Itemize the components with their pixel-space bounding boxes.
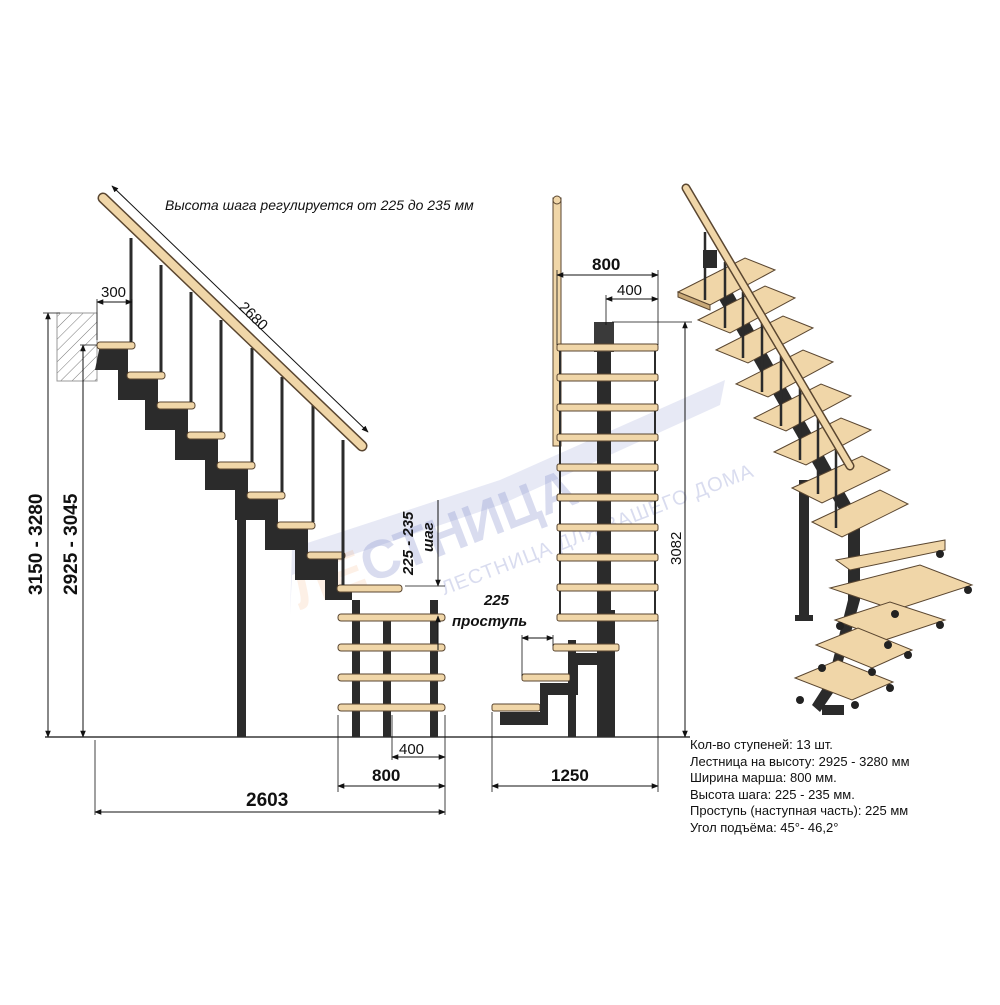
- dim-tread-word: проступь: [452, 613, 527, 630]
- tread: [556, 583, 659, 592]
- spec-width: Ширина марша: 800 мм.: [690, 770, 837, 786]
- tread: [556, 463, 659, 472]
- tread: [556, 403, 659, 412]
- dim-floor-height: 2925 - 3045: [61, 493, 82, 595]
- dim-width-800: 800: [372, 766, 400, 785]
- tread: [306, 551, 346, 560]
- dim-width-400: 400: [399, 741, 424, 758]
- dim-top-width-400: 400: [617, 282, 642, 299]
- dim-front-width: 1250: [551, 766, 589, 785]
- tread: [336, 584, 403, 593]
- balusters: [559, 351, 656, 614]
- support-column: [799, 480, 809, 620]
- front-view: 800 400 3082 225 проступь 1250: [452, 195, 692, 792]
- upper-floor-slab: [56, 312, 98, 382]
- side-view: 2680 300 3150 - 3280 2925 - 3045 225 - 2…: [26, 185, 690, 815]
- support-column: [237, 490, 246, 737]
- tread: [491, 703, 541, 712]
- tread: [556, 493, 659, 502]
- top-note: Высота шага регулируется от 225 до 235 м…: [165, 197, 474, 213]
- tread: [246, 491, 286, 500]
- tread: [552, 643, 620, 652]
- tread: [337, 643, 446, 652]
- dim-step-height-word: шаг: [420, 522, 437, 552]
- support-column: [430, 600, 438, 737]
- tread: [521, 673, 571, 682]
- tread: [556, 343, 659, 352]
- spec-angle: Угол подъёма: 45°- 46,2°: [690, 819, 839, 835]
- base-plate: [822, 705, 844, 715]
- support-column: [605, 610, 615, 737]
- dim-top-width-800: 800: [592, 255, 620, 274]
- dim-top-offset: 300: [101, 284, 126, 301]
- spec-step-height: Высота шага: 225 - 235 мм.: [690, 786, 855, 802]
- tread: [556, 553, 659, 562]
- spec-tread: Проступь (наступная часть): 225 мм: [690, 803, 909, 819]
- tread: [186, 431, 226, 440]
- dim-tread-value: 225: [483, 592, 510, 609]
- dim-step-height-value: 225 - 235: [400, 511, 417, 576]
- tread: [556, 373, 659, 382]
- tread: [156, 401, 196, 410]
- tread: [216, 461, 256, 470]
- tread: [276, 521, 316, 530]
- spec-height: Лестница на высоту: 2925 - 3280 мм: [690, 753, 910, 769]
- spec-steps: Кол-во ступеней: 13 шт.: [690, 737, 833, 752]
- dim-total-height: 3150 - 3280: [26, 494, 47, 595]
- dim-length: 2603: [246, 790, 288, 811]
- perspective-view: [676, 183, 974, 715]
- tread: [556, 613, 659, 622]
- dim-front-height: 3082: [668, 532, 685, 565]
- tread: [96, 341, 136, 350]
- front-treads: [491, 343, 659, 712]
- tread: [337, 673, 446, 682]
- tread: [556, 433, 659, 442]
- handrail: [99, 194, 366, 450]
- tread: [556, 523, 659, 532]
- specs-list: Кол-во ступеней: 13 шт. Лестница на высо…: [690, 737, 990, 837]
- stringer: [500, 653, 598, 725]
- tread: [126, 371, 166, 380]
- tread: [337, 613, 446, 622]
- tread-pads: [796, 550, 972, 709]
- tread: [337, 703, 446, 712]
- wall-bracket: [703, 250, 717, 268]
- handrail: [683, 185, 853, 469]
- support-column: [352, 600, 360, 737]
- perspective-treads: [676, 257, 974, 701]
